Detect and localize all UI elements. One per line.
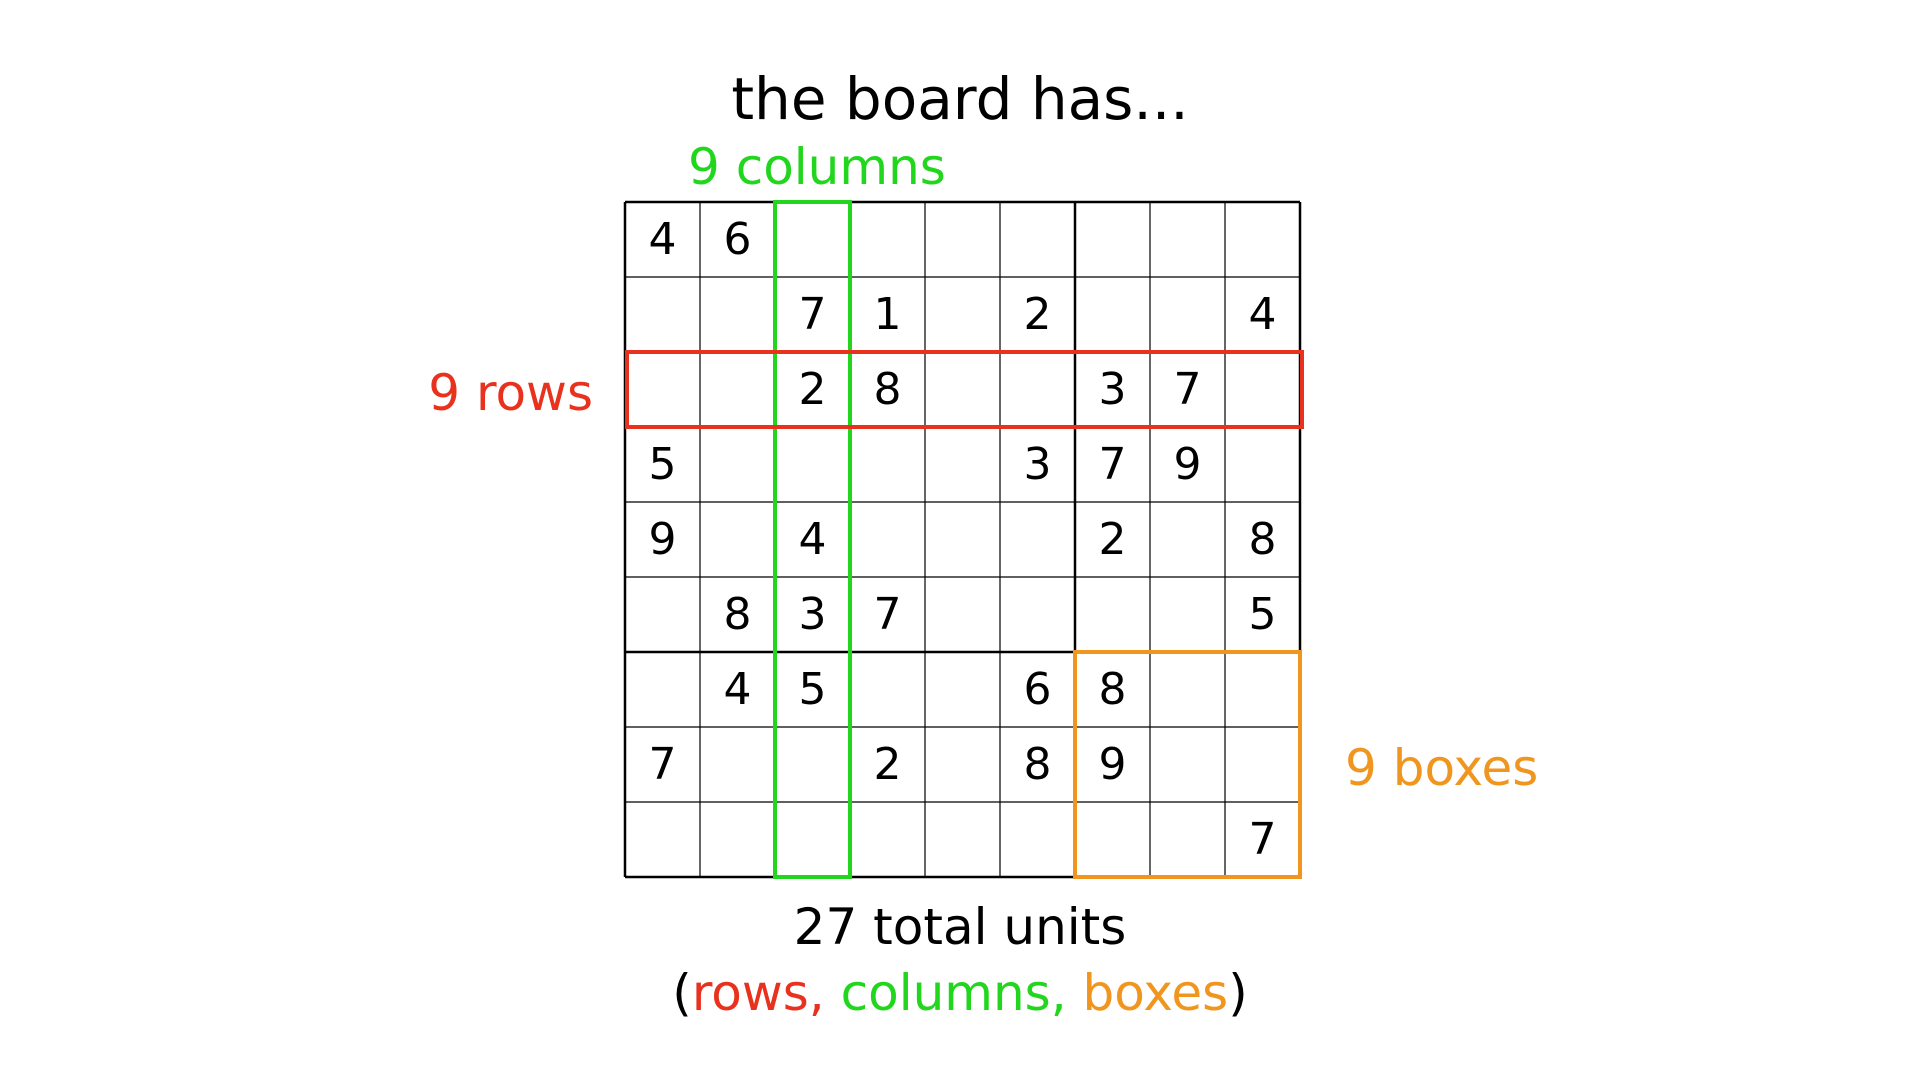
cell-digit: 3 bbox=[1099, 364, 1127, 415]
cell-digit: 2 bbox=[874, 739, 902, 790]
cell-digit: 9 bbox=[1174, 439, 1202, 490]
cell-digit: 7 bbox=[799, 289, 827, 340]
highlight-column bbox=[773, 200, 852, 879]
slide-title: the board has... bbox=[731, 65, 1189, 133]
cell-digit: 7 bbox=[649, 739, 677, 790]
cell-digit: 8 bbox=[1024, 739, 1052, 790]
rows-label: 9 rows bbox=[428, 364, 593, 422]
cell-digit: 5 bbox=[799, 664, 827, 715]
cell-digit: 8 bbox=[724, 589, 752, 640]
cell-digit: 3 bbox=[1024, 439, 1052, 490]
cell-digit: 7 bbox=[874, 589, 902, 640]
cell-digit: 5 bbox=[1249, 589, 1277, 640]
cell-digit: 4 bbox=[724, 664, 752, 715]
cell-digit: 8 bbox=[1099, 664, 1127, 715]
total-units-text: 27 total units bbox=[793, 898, 1127, 956]
footer-columns-word: columns, bbox=[840, 964, 1067, 1022]
cell-digit: 4 bbox=[1249, 289, 1277, 340]
highlight-box bbox=[1073, 650, 1302, 879]
footer-boxes-word: boxes bbox=[1082, 964, 1229, 1022]
cell-digit: 4 bbox=[799, 514, 827, 565]
cell-digit: 6 bbox=[1024, 664, 1052, 715]
footer-rows-word: rows, bbox=[691, 964, 825, 1022]
cell-digit: 5 bbox=[649, 439, 677, 490]
cell-digit: 7 bbox=[1174, 364, 1202, 415]
highlight-row bbox=[625, 350, 1304, 429]
cell-digit: 7 bbox=[1099, 439, 1127, 490]
cell-digit: 1 bbox=[874, 289, 902, 340]
cell-digit: 2 bbox=[1099, 514, 1127, 565]
cell-digit: 2 bbox=[799, 364, 827, 415]
cell-digit: 6 bbox=[724, 214, 752, 265]
open-paren: ( bbox=[672, 964, 692, 1022]
cell-digit: 7 bbox=[1249, 814, 1277, 865]
close-paren: ) bbox=[1228, 964, 1248, 1022]
cell-digit: 9 bbox=[1099, 739, 1127, 790]
columns-label: 9 columns bbox=[688, 138, 946, 196]
units-breakdown: (rows, columns, boxes) bbox=[0, 968, 1920, 1018]
cell-digit: 8 bbox=[1249, 514, 1277, 565]
cell-digit: 3 bbox=[799, 589, 827, 640]
cell-digit: 4 bbox=[649, 214, 677, 265]
cell-digit: 2 bbox=[1024, 289, 1052, 340]
cell-digit: 9 bbox=[649, 514, 677, 565]
boxes-label: 9 boxes bbox=[1345, 739, 1539, 797]
cell-digit: 8 bbox=[874, 364, 902, 415]
